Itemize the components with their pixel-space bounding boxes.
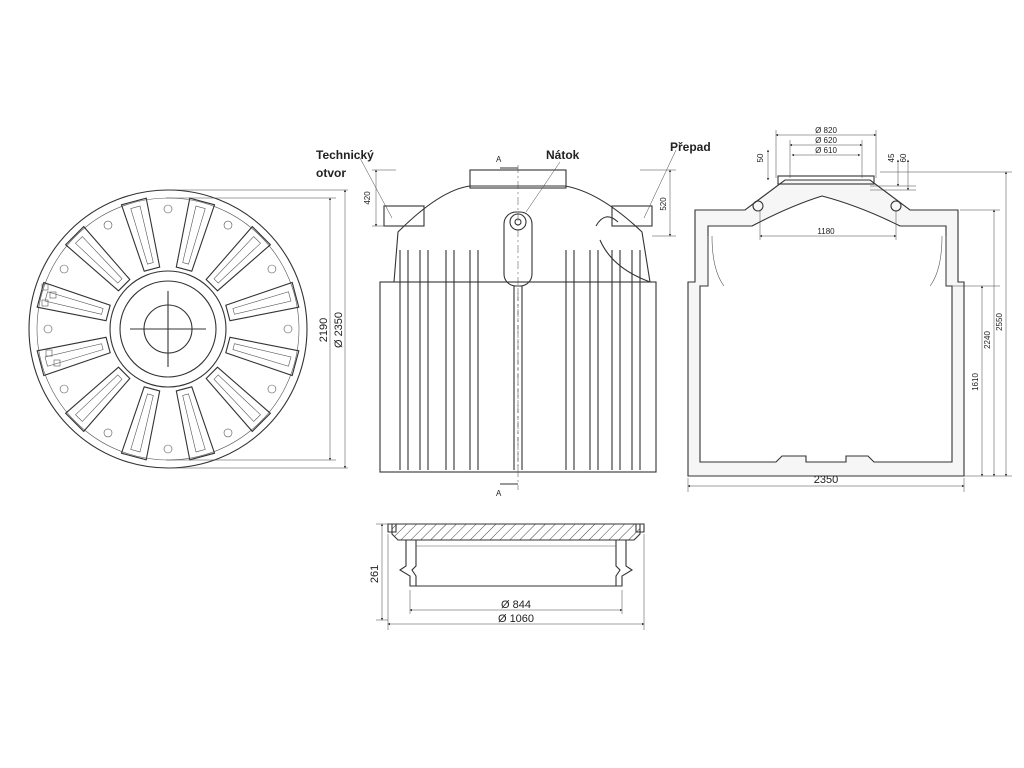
plan-lug xyxy=(267,384,277,394)
plan-view xyxy=(28,189,308,469)
section-dim-1610: 1610 xyxy=(971,373,980,391)
section-dim-1180: 1180 xyxy=(817,227,835,236)
plan-rib-inner xyxy=(75,374,123,422)
plan-rib xyxy=(36,281,111,322)
plan-rib xyxy=(225,336,300,377)
side-rib xyxy=(589,250,599,470)
plan-rib xyxy=(205,225,272,292)
lid-dim-height: 261 xyxy=(369,565,381,583)
section-dim-2550: 2550 xyxy=(995,313,1004,331)
plan-rib-inner xyxy=(182,205,206,265)
section-dim-60: 60 xyxy=(899,153,908,162)
section-mark-bottom: A xyxy=(496,489,502,498)
section-view: Ø 820 Ø 620 Ø 610 50 45 60 1180 1610 224… xyxy=(687,126,1012,492)
side-rib xyxy=(419,250,429,470)
plan-lug xyxy=(43,324,53,334)
plan-lug xyxy=(59,264,69,274)
plan-lug xyxy=(283,324,293,334)
side-view: A A 420 520 xyxy=(359,149,677,498)
plan-dimensions: 2190 Ø 2350 xyxy=(166,189,348,469)
side-rib xyxy=(631,250,641,470)
plan-rib xyxy=(36,336,111,377)
lid-dim-d844: Ø 844 xyxy=(501,599,531,611)
label-technical-opening-1: Technický xyxy=(316,148,374,162)
section-mark-top: A xyxy=(496,155,502,164)
side-rib xyxy=(565,250,575,470)
plan-rib-inner xyxy=(130,205,154,265)
plan-rib-inner xyxy=(130,393,154,453)
plan-rib xyxy=(120,386,161,461)
label-technical-opening-2: otvor xyxy=(316,166,346,180)
plan-rib xyxy=(64,366,131,433)
plan-rib-inner xyxy=(44,291,104,315)
plan-rib-inner xyxy=(232,291,292,315)
plan-small-opening xyxy=(53,359,61,367)
plan-rib-inner xyxy=(232,343,292,367)
plan-lug xyxy=(103,220,113,230)
side-dim-left: 420 xyxy=(363,191,372,205)
side-rib xyxy=(611,250,621,470)
section-dim-d620: Ø 620 xyxy=(815,136,837,145)
plan-lug xyxy=(103,428,113,438)
plan-small-opening xyxy=(45,349,53,357)
plan-dim-inner: 2190 xyxy=(318,318,330,342)
plan-rib-inner xyxy=(182,393,206,453)
label-inflow: Nátok xyxy=(546,148,580,162)
side-rib xyxy=(399,250,409,470)
plan-rib xyxy=(205,366,272,433)
plan-rib-inner xyxy=(75,236,123,284)
label-overflow: Přepad xyxy=(670,140,711,154)
section-dim-45: 45 xyxy=(887,153,896,162)
plan-rib xyxy=(225,281,300,322)
plan-rib xyxy=(175,197,216,272)
plan-lug xyxy=(59,384,69,394)
lid-view: 261 Ø 844 Ø 1060 xyxy=(369,523,645,630)
plan-lug xyxy=(163,444,173,454)
plan-rib-inner xyxy=(213,374,261,422)
plan-rib xyxy=(120,197,161,272)
plan-dim-outer: Ø 2350 xyxy=(333,312,345,348)
section-dim-2240: 2240 xyxy=(983,331,992,349)
plan-lug xyxy=(163,204,173,214)
plan-lug xyxy=(223,428,233,438)
plan-rib-inner xyxy=(44,343,104,367)
plan-rib xyxy=(64,225,131,292)
plan-small-opening xyxy=(41,299,49,307)
section-dim-d820: Ø 820 xyxy=(815,126,837,135)
lid-dim-d1060: Ø 1060 xyxy=(498,613,534,625)
plan-neck-outer xyxy=(109,270,227,388)
side-dim-right: 520 xyxy=(659,197,668,211)
plan-rib-inner xyxy=(213,236,261,284)
plan-small-opening xyxy=(49,291,57,299)
plan-neck-inner xyxy=(119,280,217,378)
section-dim-d610: Ø 610 xyxy=(815,146,837,155)
plan-small-opening xyxy=(41,283,49,291)
section-dim-50: 50 xyxy=(756,153,765,162)
plan-lug xyxy=(223,220,233,230)
side-rib xyxy=(445,250,455,470)
side-rib xyxy=(469,250,479,470)
section-dim-2350: 2350 xyxy=(814,474,838,486)
plan-lug xyxy=(267,264,277,274)
